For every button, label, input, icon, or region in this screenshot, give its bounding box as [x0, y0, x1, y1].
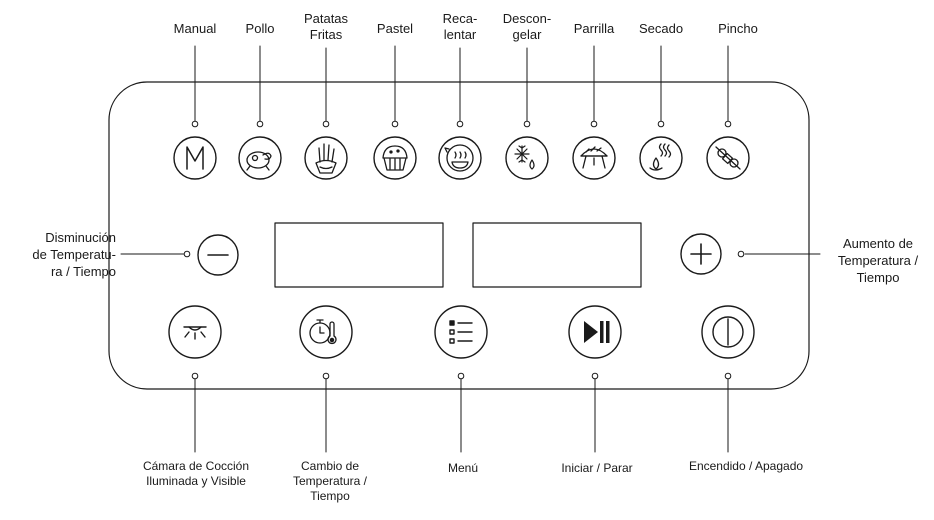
skewer-icon: [715, 146, 741, 170]
label-increase: Aumento de Temperatura / Tiempo: [837, 236, 919, 285]
menu-list-icon: [449, 320, 473, 344]
plus-icon: [690, 243, 712, 265]
start-stop-button[interactable]: [568, 305, 622, 359]
label-pastel: Pastel: [376, 21, 414, 36]
manual-m-icon: [186, 146, 204, 170]
label-decrease: Disminución de Temperatu- ra / Tiempo: [32, 230, 116, 279]
panel-outline: [108, 81, 810, 390]
label-pollo: Pollo: [245, 21, 275, 36]
display-left: [274, 222, 444, 288]
display-right: [472, 222, 642, 288]
label-menu: Menú: [447, 461, 479, 475]
patatas-fritas-button[interactable]: [304, 136, 348, 180]
label-start-stop: Iniciar / Parar: [561, 461, 633, 475]
pollo-button[interactable]: [238, 136, 282, 180]
descongelar-button[interactable]: [505, 136, 549, 180]
grill-icon: [580, 146, 608, 169]
pincho-button[interactable]: [706, 136, 750, 180]
power-button[interactable]: [701, 305, 755, 359]
label-manual: Manual: [173, 21, 217, 36]
light-icon: [183, 326, 207, 340]
label-descongelar: Descon-gelar: [502, 11, 552, 42]
light-button[interactable]: [168, 305, 222, 359]
increase-button[interactable]: [680, 233, 722, 275]
power-icon: [712, 316, 744, 348]
temp-time-button[interactable]: [299, 305, 353, 359]
play-pause-icon: [584, 321, 610, 343]
pastel-button[interactable]: [373, 136, 417, 180]
timer-thermometer-icon: [309, 319, 337, 345]
label-parrilla: Parrilla: [573, 21, 615, 36]
label-recalentar: Reca-lentar: [442, 11, 478, 42]
label-pincho: Pincho: [718, 21, 758, 36]
reheat-icon: [444, 144, 474, 172]
fries-icon: [315, 143, 337, 174]
defrost-icon: [514, 145, 535, 170]
chicken-icon: [246, 151, 272, 171]
dehydrate-icon: [649, 143, 672, 171]
cake-icon: [382, 145, 408, 171]
secado-button[interactable]: [639, 136, 683, 180]
top-leader-lines: [191, 45, 732, 128]
menu-button[interactable]: [434, 305, 488, 359]
parrilla-button[interactable]: [572, 136, 616, 180]
decrease-button[interactable]: [197, 234, 239, 276]
recalentar-button[interactable]: [438, 136, 482, 180]
label-secado: Secado: [638, 21, 684, 36]
label-power: Encendido / Apagado: [688, 459, 804, 473]
bottom-leader-lines: [191, 372, 732, 453]
manual-button[interactable]: [173, 136, 217, 180]
